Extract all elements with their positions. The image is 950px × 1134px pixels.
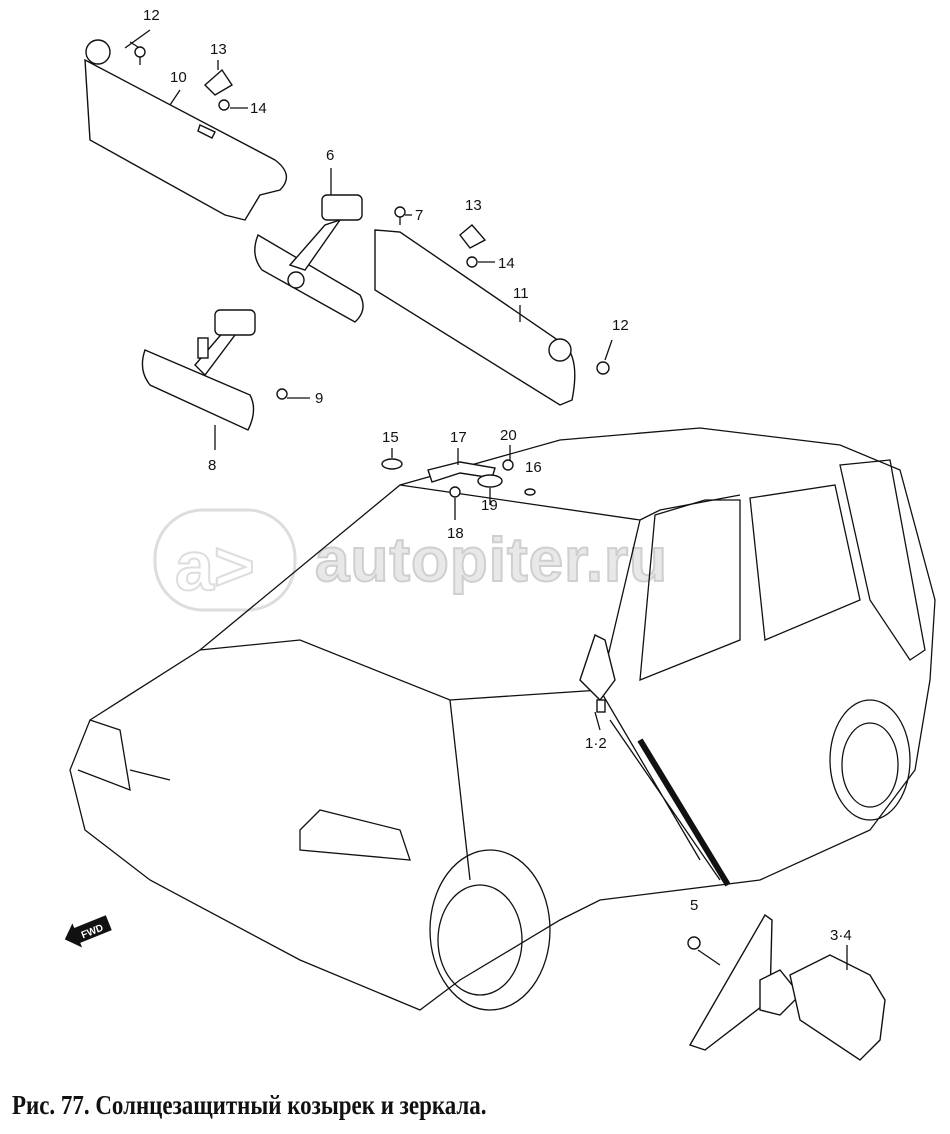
watermark-logo: a> xyxy=(153,508,297,612)
fwd-arrow-icon: FWD xyxy=(64,915,112,948)
callout-10: 10 xyxy=(170,69,187,86)
callout-14: 14 xyxy=(498,255,515,272)
leader-lines xyxy=(124,29,848,970)
door-mirror-pointer xyxy=(637,738,731,887)
callout-20: 20 xyxy=(500,427,517,444)
callout-9: 9 xyxy=(315,390,323,407)
callout-12: 12 xyxy=(612,317,629,334)
car-outline xyxy=(69,427,936,1011)
sun-visor-left xyxy=(84,39,288,221)
callout-6: 6 xyxy=(326,147,334,164)
callout-13: 13 xyxy=(465,197,482,214)
callout-14: 14 xyxy=(250,100,267,117)
svg-text:a>: a> xyxy=(175,527,255,605)
callout-11: 11 xyxy=(513,285,529,302)
callout-3-4: 3·4 xyxy=(830,927,852,944)
callout-17: 17 xyxy=(450,429,467,446)
callout-5: 5 xyxy=(690,897,698,914)
small-parts xyxy=(134,46,701,950)
inside-mirror-lower xyxy=(141,309,256,431)
watermark: autopiter.ru xyxy=(314,525,669,596)
callout-1-2: 1·2 xyxy=(585,735,607,752)
door-mirror xyxy=(688,913,886,1061)
callout-16: 16 xyxy=(525,459,542,476)
callout-19: 19 xyxy=(481,497,498,514)
callout-12: 12 xyxy=(143,7,160,24)
figure-caption: Рис. 77. Солнцезащитный козырек и зеркал… xyxy=(12,1090,487,1120)
callout-8: 8 xyxy=(208,457,216,474)
callout-18: 18 xyxy=(447,525,464,542)
sun-visor-right xyxy=(374,229,576,406)
inside-mirror-upper xyxy=(254,194,364,323)
callout-13: 13 xyxy=(210,41,227,58)
callout-15: 15 xyxy=(382,429,399,446)
callout-labels: 12 10 13 14 6 7 13 14 11 12 9 8 15 17 20… xyxy=(143,7,852,944)
callout-7: 7 xyxy=(415,207,423,224)
